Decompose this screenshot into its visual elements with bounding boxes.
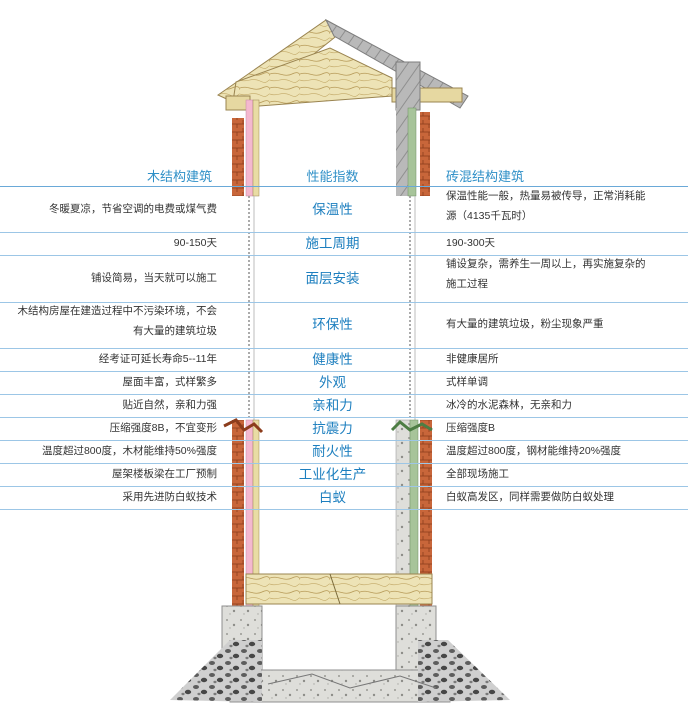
brick-structure-text: 白蚁高发区，同样需要做防白蚁处理	[446, 490, 614, 503]
brick-structure-cell: 式样单调	[446, 371, 682, 394]
header-wood-structure: 木结构建筑	[146, 169, 212, 184]
brick-structure-text: 施工过程	[446, 277, 488, 290]
wood-structure-cell: 屋面丰富，式样繁多	[4, 371, 218, 394]
brick-structure-text: 冰冷的水泥森林，无亲和力	[446, 398, 572, 411]
brick-structure-text: 温度超过800度，钢材能维持20%强度	[446, 444, 622, 457]
wood-structure-cell: 温度超过800度，木材能维持50%强度	[4, 440, 217, 463]
brick-structure-cell: 温度超过800度，钢材能维持20%强度	[446, 440, 682, 463]
performance-index-label: 白蚁	[319, 489, 346, 505]
brick-structure-text: 式样单调	[446, 375, 488, 388]
brick-structure-cell: 压缩强度B	[446, 417, 682, 440]
wood-structure-text: 90-150天	[173, 236, 217, 249]
wood-structure-text: 温度超过800度，木材能维持50%强度	[41, 444, 217, 457]
performance-index-label: 抗震力	[312, 420, 353, 436]
brick-structure-text: 铺设复杂，需养生一周以上，再实施复杂的	[446, 258, 646, 270]
wood-structure-cell: 采用先进防白蚁技术	[4, 486, 218, 509]
table-row: 冬暖夏凉，节省空调的电费或煤气费 保温性 保温性能一般，热量易被传导，正常消耗能源（…	[0, 187, 688, 233]
wood-structure-text: 采用先进防白蚁技术	[122, 490, 218, 503]
performance-index-label: 健康性	[312, 351, 353, 367]
wood-structure-text: 木结构房屋在建造过程中不污染环境，不会	[17, 305, 218, 317]
wood-structure-text: 屋面丰富，式样繁多	[122, 375, 218, 388]
table-row: 经考证可延长寿命5--11年 健康性 非健康居所	[0, 348, 688, 372]
table-row: 铺设简易，当天就可以施工 面层安装 铺设复杂，需养生一周以上，再实施复杂的施工过程	[0, 255, 688, 303]
wood-structure-cell: 冬暖夏凉，节省空调的电费或煤气费	[4, 187, 217, 232]
brick-structure-text: 全部现场施工	[446, 467, 509, 480]
brick-structure-text: 源（4135千瓦时）	[446, 209, 533, 222]
brick-structure-text: 190-300天	[446, 236, 496, 249]
wood-structure-cell: 铺设简易，当天就可以施工	[4, 255, 217, 302]
table-row: 采用先进防白蚁技术 白蚁 白蚁高发区，同样需要做防白蚁处理	[0, 486, 688, 510]
wood-structure-text: 有大量的建筑垃圾	[133, 324, 217, 337]
performance-index-label: 工业化生产	[298, 466, 367, 482]
brick-structure-text: 压缩强度B	[446, 421, 496, 434]
brick-structure-text: 非健康居所	[446, 352, 499, 365]
wood-structure-cell: 经考证可延长寿命5--11年	[4, 348, 217, 371]
wood-structure-cell: 90-150天	[4, 232, 217, 255]
brick-structure-cell: 190-300天	[446, 232, 682, 255]
table-row: 屋面丰富，式样繁多 外观 式样单调	[0, 371, 688, 395]
table-row: 木结构房屋在建造过程中不污染环境，不会有大量的建筑垃圾 环保性 有大量的建筑垃圾，粉…	[0, 302, 688, 349]
wood-structure-text: 冬暖夏凉，节省空调的电费或煤气费	[49, 202, 217, 215]
header-performance-index: 性能指数	[306, 169, 359, 184]
brick-structure-cell: 冰冷的水泥森林，无亲和力	[446, 394, 682, 417]
performance-index-label: 保温性	[312, 201, 353, 217]
brick-structure-cell: 有大量的建筑垃圾，粉尘现象严重	[446, 302, 682, 348]
performance-index-label: 面层安装	[305, 270, 360, 286]
header-brick-concrete-structure: 砖混结构建筑	[446, 169, 525, 184]
brick-structure-cell: 白蚁高发区，同样需要做防白蚁处理	[446, 486, 682, 509]
wood-structure-text: 压缩强度8B，不宜变形	[109, 421, 217, 434]
table-row: 90-150天 施工周期 190-300天	[0, 232, 688, 256]
brick-structure-text: 保温性能一般，热量易被传导，正常消耗能	[446, 190, 646, 202]
performance-index-label: 亲和力	[312, 397, 353, 413]
performance-index-label: 环保性	[312, 317, 353, 333]
brick-structure-cell: 保温性能一般，热量易被传导，正常消耗能源（4135千瓦时）	[446, 187, 682, 232]
brick-structure-cell: 铺设复杂，需养生一周以上，再实施复杂的施工过程	[446, 255, 682, 302]
wood-structure-cell: 木结构房屋在建造过程中不污染环境，不会有大量的建筑垃圾	[4, 302, 218, 348]
wood-structure-text: 屋架楼板梁在工厂预制	[112, 467, 217, 480]
performance-index-label: 耐火性	[312, 443, 353, 459]
wood-structure-text: 贴近自然，亲和力强	[122, 398, 218, 411]
wood-structure-cell: 屋架楼板梁在工厂预制	[4, 463, 217, 486]
table-row: 贴近自然，亲和力强 亲和力 冰冷的水泥森林，无亲和力	[0, 394, 688, 418]
brick-structure-text: 有大量的建筑垃圾，粉尘现象严重	[446, 318, 604, 331]
table-row: 温度超过800度，木材能维持50%强度 耐火性 温度超过800度，钢材能维持20%强…	[0, 440, 688, 464]
wood-structure-cell: 贴近自然，亲和力强	[4, 394, 218, 417]
wood-structure-cell: 压缩强度8B，不宜变形	[4, 417, 217, 440]
brick-structure-cell: 非健康居所	[446, 348, 682, 371]
brick-structure-cell: 全部现场施工	[446, 463, 682, 486]
wood-structure-text: 铺设简易，当天就可以施工	[91, 271, 217, 284]
table-row: 屋架楼板梁在工厂预制 工业化生产 全部现场施工	[0, 463, 688, 487]
wood-structure-text: 经考证可延长寿命5--11年	[98, 352, 217, 365]
table-row: 压缩强度8B，不宜变形 抗震力 压缩强度B	[0, 417, 688, 441]
performance-index-label: 外观	[319, 374, 346, 390]
performance-index-label: 施工周期	[305, 235, 360, 251]
header-divider	[0, 186, 688, 187]
